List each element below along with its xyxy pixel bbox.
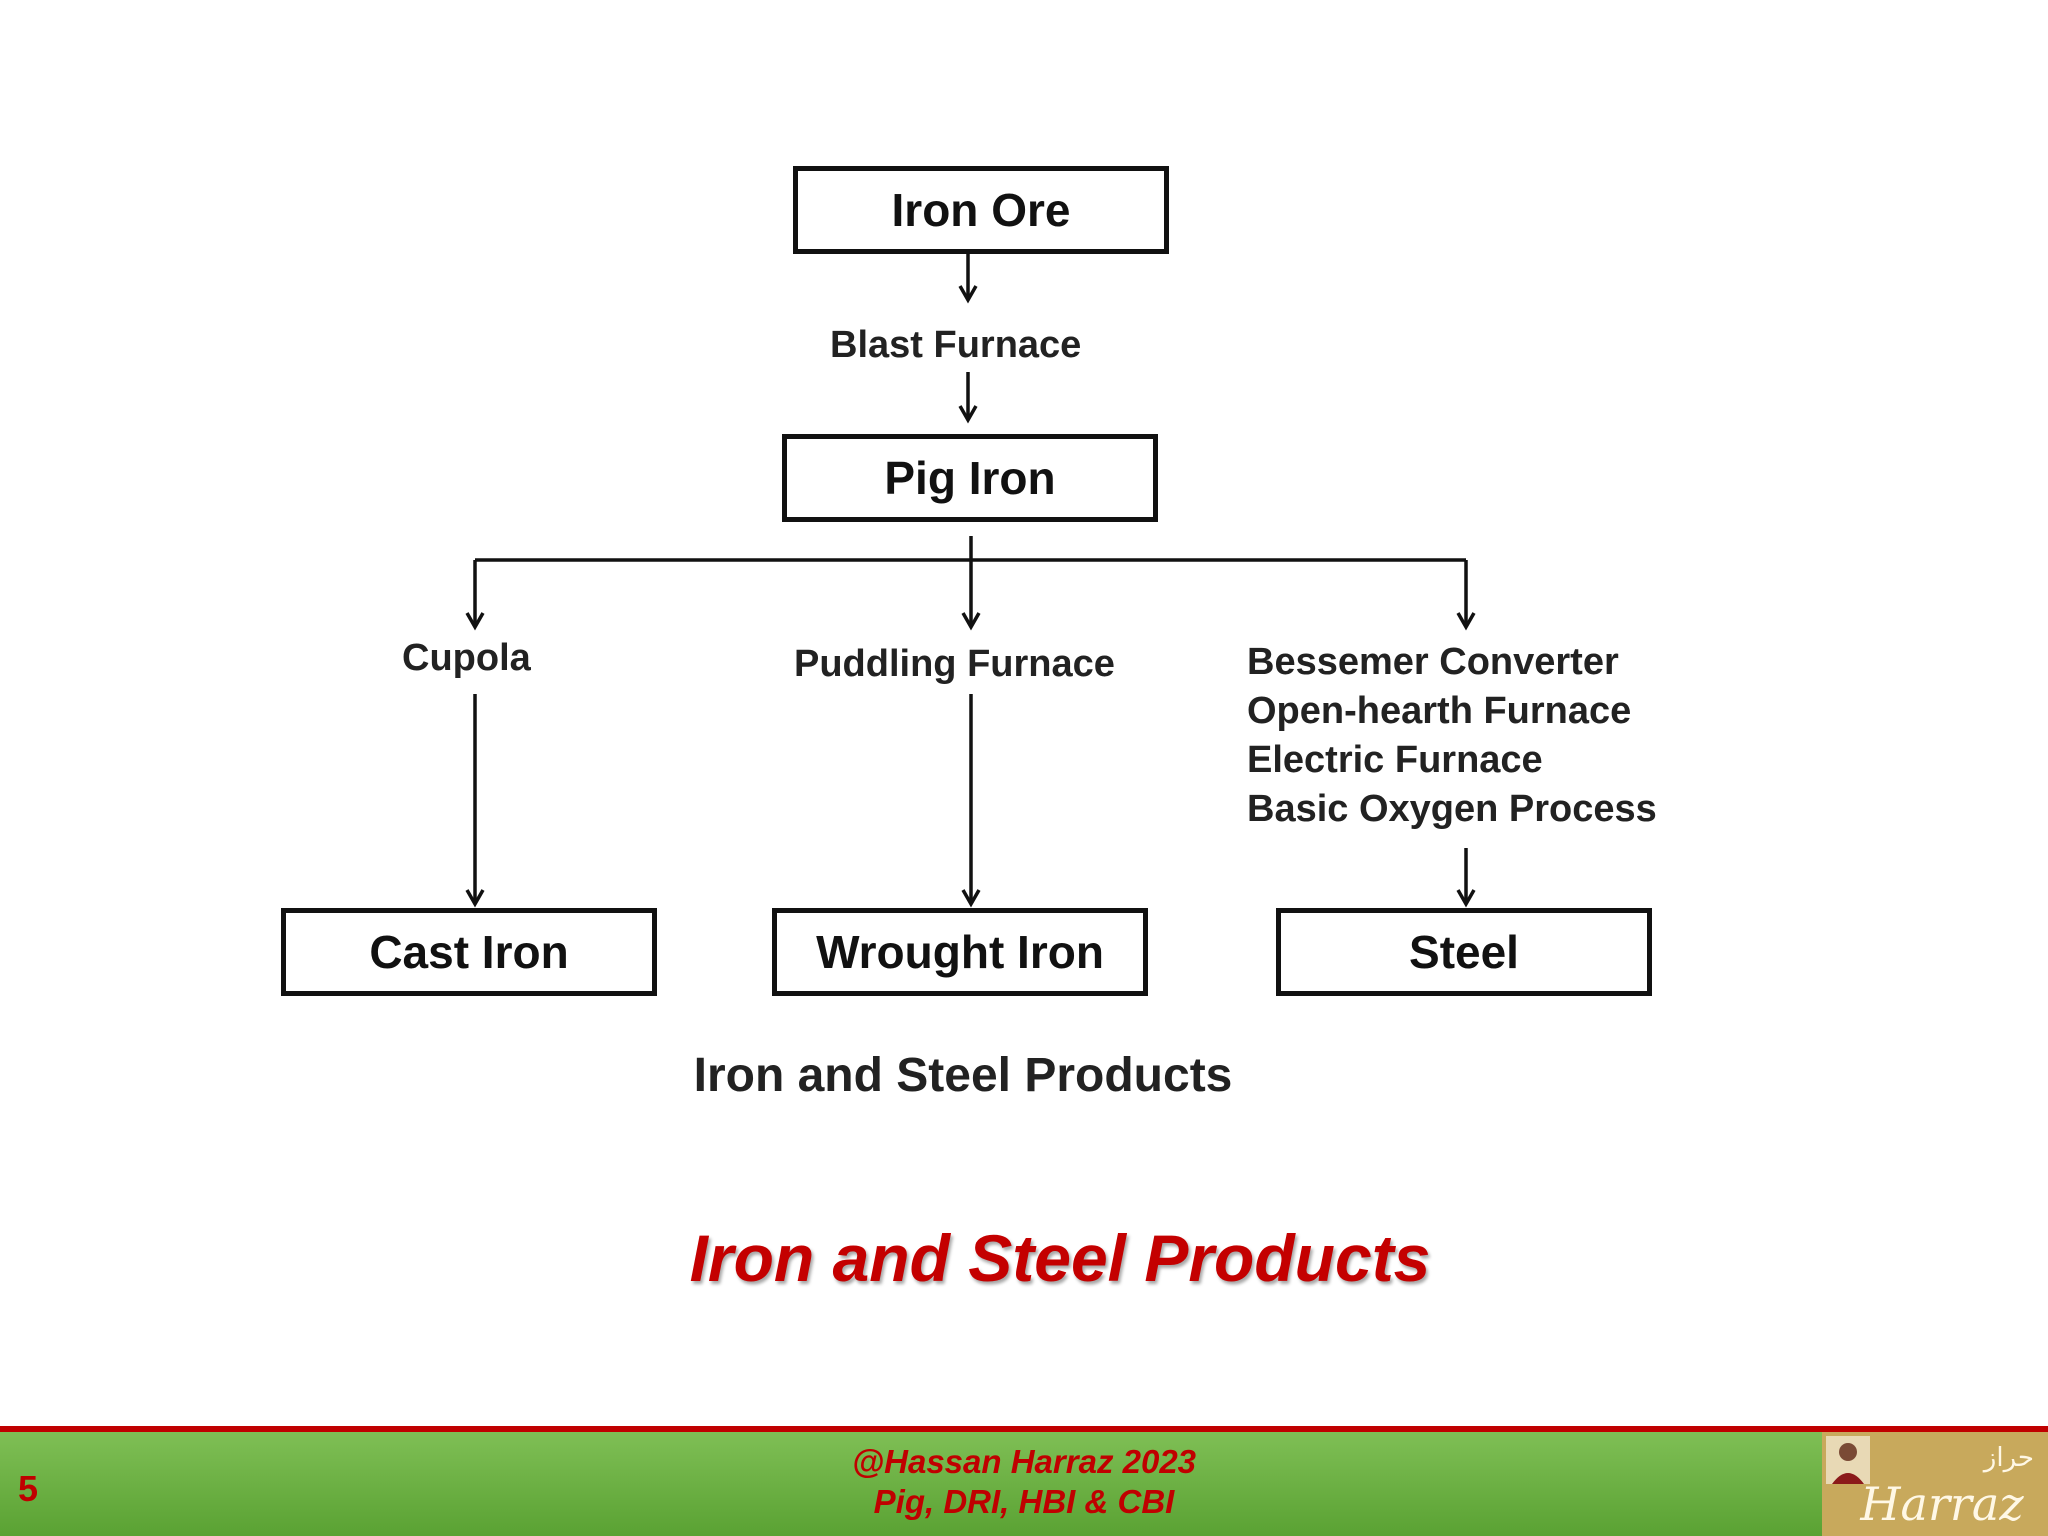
process-electric-furnace: Electric Furnace xyxy=(1247,739,1543,781)
footer-divider xyxy=(0,1426,2048,1432)
process-basic-oxygen: Basic Oxygen Process xyxy=(1247,788,1657,830)
node-iron-ore: Iron Ore xyxy=(793,166,1169,254)
footer-bar: 5 @Hassan Harraz 2023 Pig, DRI, HBI & CB… xyxy=(0,1432,2048,1536)
process-open-hearth-furnace: Open-hearth Furnace xyxy=(1247,690,1632,732)
credit-line-1: @Hassan Harraz 2023 xyxy=(851,1443,1197,1480)
slide-number: 5 xyxy=(18,1468,39,1509)
slide-title: Iron and Steel Products xyxy=(689,1221,1431,1295)
diagram-caption: Iron and Steel Products xyxy=(693,1049,1233,1102)
process-cupola: Cupola xyxy=(402,637,531,679)
node-pig-iron: Pig Iron xyxy=(782,434,1158,522)
process-blast-furnace: Blast Furnace xyxy=(830,324,1082,366)
node-cast-iron: Cast Iron xyxy=(281,908,657,996)
footer-credit: @Hassan Harraz 2023 Pig, DRI, HBI & CBI xyxy=(0,1442,2048,1522)
node-steel: Steel xyxy=(1276,908,1652,996)
logo-arabic-text: حراز xyxy=(1982,1443,2034,1473)
steel-process-list: Bessemer Converter Open-hearth Furnace E… xyxy=(1247,638,1657,834)
logo-harraz-text: Harraz xyxy=(1859,1477,2024,1531)
credit-line-2: Pig, DRI, HBI & CBI xyxy=(873,1483,1175,1520)
harraz-logo: حراز Harraz xyxy=(1822,1432,2048,1536)
process-puddling-furnace: Puddling Furnace xyxy=(794,643,1115,685)
node-wrought-iron: Wrought Iron xyxy=(772,908,1148,996)
process-bessemer-converter: Bessemer Converter xyxy=(1247,641,1619,683)
